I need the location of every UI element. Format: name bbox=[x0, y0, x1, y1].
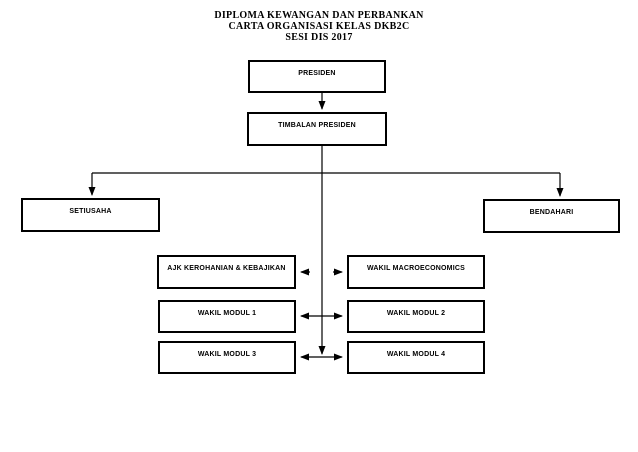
org-box-setiusaha-label: SETIUSAHA bbox=[69, 208, 112, 215]
org-box-wakil-modul-3-label: WAKIL MODUL 3 bbox=[197, 350, 257, 358]
org-box-presiden-label: PRESIDEN bbox=[298, 69, 336, 77]
chart-title-line3: SESI DIS 2017 bbox=[285, 32, 353, 43]
org-box-wakil-macroeconomics: WAKIL MACROECONOMICS bbox=[347, 255, 485, 289]
org-box-bendahari: BENDAHARI bbox=[483, 199, 620, 233]
org-box-wakil-modul-2: WAKIL MODUL 2 bbox=[347, 300, 485, 333]
org-box-wakil-modul-1: WAKIL MODUL 1 bbox=[158, 300, 296, 333]
org-box-wakil-modul-4: WAKIL MODUL 4 bbox=[347, 341, 485, 374]
org-box-bendahari-label: BENDAHARI bbox=[529, 209, 574, 216]
org-box-presiden: PRESIDEN bbox=[248, 60, 386, 93]
org-box-ajk-kerohanian-kebajikan: AJK KEROHANIAN & KEBAJIKAN bbox=[157, 255, 296, 289]
org-box-ajk-kerohanian-kebajikan-label: AJK KEROHANIAN & KEBAJIKAN bbox=[167, 265, 286, 272]
org-box-setiusaha: SETIUSAHA bbox=[21, 198, 160, 232]
chart-title-line1: DIPLOMA KEWANGAN DAN PERBANKAN bbox=[214, 10, 424, 21]
org-box-wakil-modul-2-label: WAKIL MODUL 2 bbox=[386, 309, 446, 317]
org-box-wakil-modul-3: WAKIL MODUL 3 bbox=[158, 341, 296, 374]
org-box-timbalan-presiden: TIMBALAN PRESIDEN bbox=[247, 112, 387, 146]
chart-title: DIPLOMA KEWANGAN DAN PERBANKAN CARTA ORG… bbox=[0, 10, 638, 43]
org-box-timbalan-presiden-label: TIMBALAN PRESIDEN bbox=[278, 122, 356, 129]
org-box-wakil-modul-4-label: WAKIL MODUL 4 bbox=[386, 350, 446, 358]
org-box-wakil-modul-1-label: WAKIL MODUL 1 bbox=[197, 309, 257, 317]
org-box-wakil-macroeconomics-label: WAKIL MACROECONOMICS bbox=[367, 265, 465, 272]
chart-title-line2: CARTA ORGANISASI KELAS DKB2C bbox=[228, 21, 410, 32]
